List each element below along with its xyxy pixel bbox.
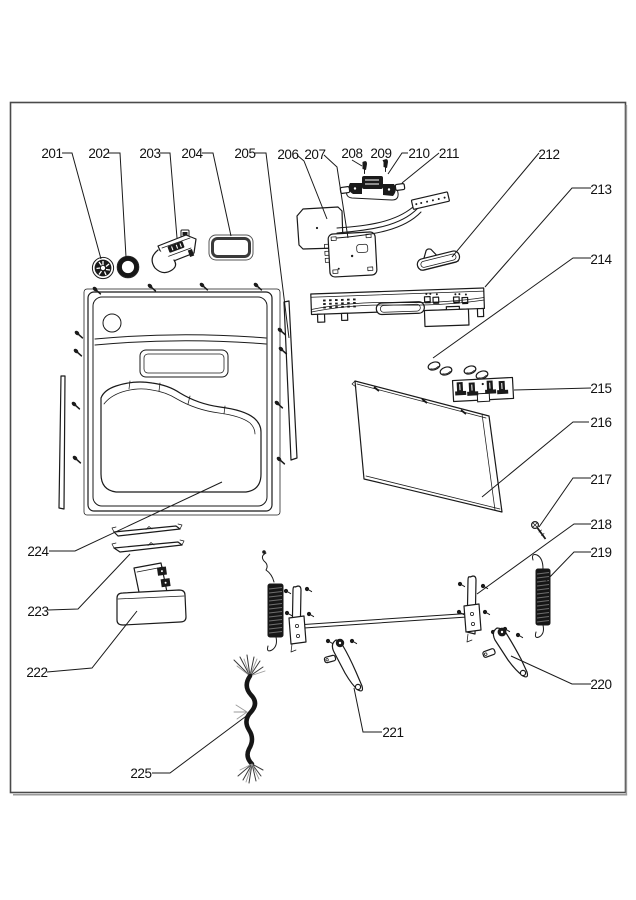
leader-line-204-window-gasket (202, 152, 232, 237)
panel-handle-recess (375, 301, 425, 316)
latch-screw-208 (362, 161, 367, 174)
callout-218-hinge-plate: 218 (590, 517, 611, 532)
callout-209-latch-screw: 209 (370, 146, 391, 161)
leader-line-211-latch-clip (401, 152, 440, 184)
leader-line-209-latch-screw (382, 159, 387, 167)
callout-210-latch-clip: 210 (408, 146, 429, 161)
part-door-spring-left-219 (261, 550, 284, 652)
callout-220-hinge-lever-right: 220 (590, 677, 611, 692)
latch-clip-210 (339, 185, 351, 195)
callout-221-hinge-lever-left: 221 (382, 725, 403, 740)
callout-208-latch-screw: 208 (341, 146, 362, 161)
part-button-bracket-215 (451, 376, 515, 403)
leader-line-219-door-spring (545, 551, 591, 582)
latch-screw-209 (383, 159, 388, 172)
callout-207-control-module: 207 (304, 147, 325, 162)
part-control-module-207 (324, 231, 378, 278)
leader-line-213-control-panel (484, 187, 591, 288)
part-vent-latch-203 (151, 229, 197, 274)
leader-line-201-grommet (62, 152, 102, 260)
leader-line-205-side-seal-strip (255, 152, 290, 339)
leader-line-216-outer-door-panel (481, 421, 589, 498)
leader-line-203-vent-latch-assembly (160, 152, 178, 239)
part-mounting-strips-223 (111, 523, 185, 553)
part-door-handle-212 (416, 248, 461, 271)
leader-line-224-inner-door-panel (49, 481, 223, 552)
callout-212-door-handle: 212 (538, 147, 559, 162)
part-outer-door-panel-216 (351, 380, 503, 513)
leader-line-215-button-bracket (513, 387, 592, 391)
callouts-layer: 201 202 203 204 205 206 207 208 209 210 211 212 213 2… (26, 146, 613, 781)
callout-203-vent-latch-assembly: 203 (139, 146, 160, 161)
part-o-ring-202 (116, 255, 140, 279)
leader-line-208-latch-screw (351, 159, 363, 167)
leader-line-222-dispenser-box (46, 610, 138, 673)
part-inner-door-panel-224 (70, 281, 289, 516)
callout-206-cover-plate: 206 (277, 147, 298, 162)
part-door-spring-right-219 (532, 554, 551, 638)
leader-line-223-mounting-strips (47, 553, 131, 611)
callout-214-panel-buttons: 214 (590, 252, 612, 267)
callout-217-shoulder-screw: 217 (590, 472, 611, 487)
callout-224-inner-door-panel: 224 (27, 544, 49, 559)
callout-216-outer-door-panel: 216 (590, 415, 611, 430)
leader-line-210-latch-clip (387, 152, 408, 175)
leader-line-218-hinge-plate (476, 523, 591, 595)
callout-213-control-panel: 213 (590, 182, 611, 197)
callout-204-window-gasket: 204 (181, 146, 203, 161)
part-panel-buttons-214 (427, 361, 489, 380)
callout-222-dispenser-box: 222 (26, 665, 47, 680)
leader-line-206-cover-plate (296, 154, 328, 220)
leader-line-221-hinge-lever-left (353, 687, 382, 733)
leader-line-217-shoulder-screw (538, 477, 591, 528)
leader-line-212-door-handle (451, 152, 540, 258)
leader-line-214-panel-buttons (432, 257, 591, 359)
door-latch-assembly (339, 159, 406, 201)
hinge-plate-right (463, 575, 482, 643)
pcb-strip (410, 191, 450, 210)
callout-201-grommet: 201 (41, 146, 62, 161)
part-control-panel-213 (310, 287, 486, 328)
callout-215-button-bracket: 215 (590, 381, 611, 396)
part-grommet-201 (91, 256, 115, 280)
callout-223-mounting-strips: 223 (27, 604, 48, 619)
part-hinge-assembly-218 (283, 575, 524, 653)
leader-line-202-o-ring (108, 152, 127, 258)
callout-211-latch-clip: 211 (439, 146, 459, 161)
leader-line-225-wire-harness (152, 713, 250, 774)
latch-clip-211 (394, 182, 406, 192)
callout-205-side-seal-strip: 205 (234, 146, 255, 161)
callout-225-wire-harness: 225 (130, 766, 151, 781)
part-wire-harness-225 (233, 654, 266, 784)
part-hinge-lever-right-220 (482, 627, 529, 678)
part-dispenser-222 (116, 562, 187, 626)
part-hinge-lever-left-221 (323, 638, 364, 692)
part-shoulder-screw-217 (530, 520, 547, 540)
leader-line-207-control-module (323, 154, 349, 239)
part-side-seal-strips-205 (58, 300, 298, 510)
leader-line-220-hinge-lever-right (510, 655, 591, 685)
callout-219-door-spring: 219 (590, 545, 611, 560)
callout-202-o-ring: 202 (88, 146, 109, 161)
hinge-plate-left (288, 585, 307, 653)
